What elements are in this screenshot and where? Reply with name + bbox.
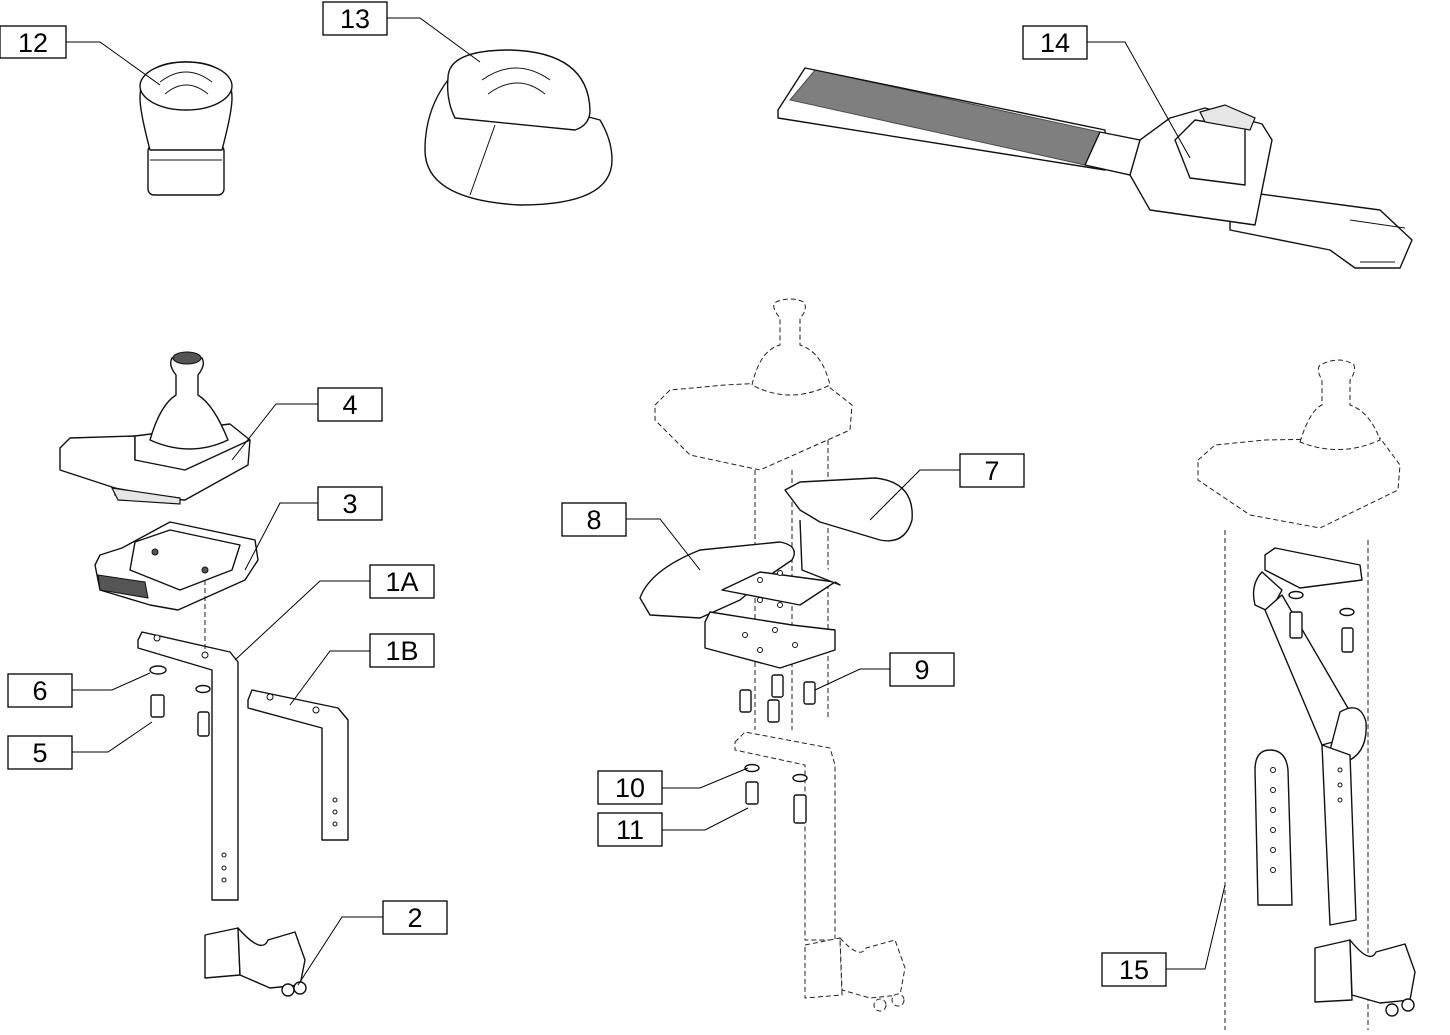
center-joystick-ghost — [654, 298, 853, 730]
part-4-joystick-module — [59, 351, 251, 505]
leader-1b — [289, 650, 370, 706]
callout-6: 6 — [7, 673, 73, 708]
leader-1a — [234, 580, 370, 661]
leader-6 — [72, 672, 151, 691]
svg-text:7: 7 — [984, 456, 999, 486]
callout-1b: 1B — [369, 633, 435, 668]
callout-2: 2 — [382, 900, 448, 935]
callout-1a: 1A — [369, 564, 435, 599]
callout-13: 13 — [322, 1, 388, 36]
svg-text:6: 6 — [32, 676, 47, 706]
svg-text:8: 8 — [586, 505, 601, 535]
part-13-dome-knob — [424, 49, 613, 206]
svg-text:10: 10 — [615, 773, 645, 803]
leader-5 — [72, 721, 153, 753]
leader-14 — [1087, 41, 1191, 159]
part-9-screws — [739, 674, 816, 723]
svg-text:1B: 1B — [385, 636, 418, 666]
leader-13 — [387, 17, 481, 63]
svg-text:5: 5 — [32, 738, 47, 768]
svg-text:15: 15 — [1119, 955, 1149, 985]
part-14-strap — [777, 67, 1413, 269]
callout-8: 8 — [561, 502, 627, 537]
svg-text:3: 3 — [342, 489, 357, 519]
part-2-clamp — [204, 927, 307, 997]
svg-text:14: 14 — [1040, 28, 1070, 58]
callout-3: 3 — [317, 486, 383, 521]
callout-9: 9 — [889, 652, 955, 687]
leader-9 — [814, 668, 890, 691]
part-3-cradle — [94, 521, 259, 611]
svg-text:13: 13 — [340, 4, 370, 34]
part-15-swing-away-bracket — [1224, 530, 1369, 1030]
right-clamp — [1314, 939, 1416, 1017]
center-clamp-ghost — [804, 936, 906, 1012]
svg-text:12: 12 — [18, 28, 48, 58]
part-6-washer — [149, 665, 211, 694]
leader-2 — [297, 916, 383, 986]
leader-7 — [869, 469, 960, 521]
leader-3 — [244, 502, 318, 571]
callout-5: 5 — [7, 735, 73, 770]
svg-text:9: 9 — [914, 655, 929, 685]
part-10-washer — [744, 763, 808, 783]
leader-12 — [66, 41, 161, 86]
part-12-knob — [139, 61, 233, 196]
leader-11 — [662, 807, 749, 831]
callout-11: 11 — [597, 812, 663, 847]
part-5-screw — [150, 694, 210, 737]
leader-10 — [662, 767, 749, 789]
part-1a-bracket — [137, 580, 239, 901]
center-lower-bracket-ghost — [734, 731, 836, 941]
leader-lines — [66, 17, 1226, 986]
callout-7: 7 — [959, 453, 1025, 488]
right-joystick-ghost — [1197, 359, 1401, 529]
callout-12: 12 — [0, 25, 67, 59]
part-1b-bracket — [247, 689, 349, 841]
leader-8 — [626, 518, 701, 571]
svg-text:2: 2 — [407, 903, 422, 933]
svg-text:4: 4 — [342, 390, 357, 420]
leader-15 — [1166, 884, 1226, 970]
leader-4 — [231, 403, 318, 461]
svg-text:11: 11 — [616, 815, 644, 845]
callout-10: 10 — [597, 770, 663, 805]
callout-15: 15 — [1101, 952, 1167, 987]
svg-text:1A: 1A — [385, 567, 418, 597]
part-7-8-arm-plate — [639, 477, 913, 669]
part-11-screw — [745, 781, 807, 824]
callout-14: 14 — [1022, 25, 1088, 60]
callout-4: 4 — [317, 387, 383, 422]
